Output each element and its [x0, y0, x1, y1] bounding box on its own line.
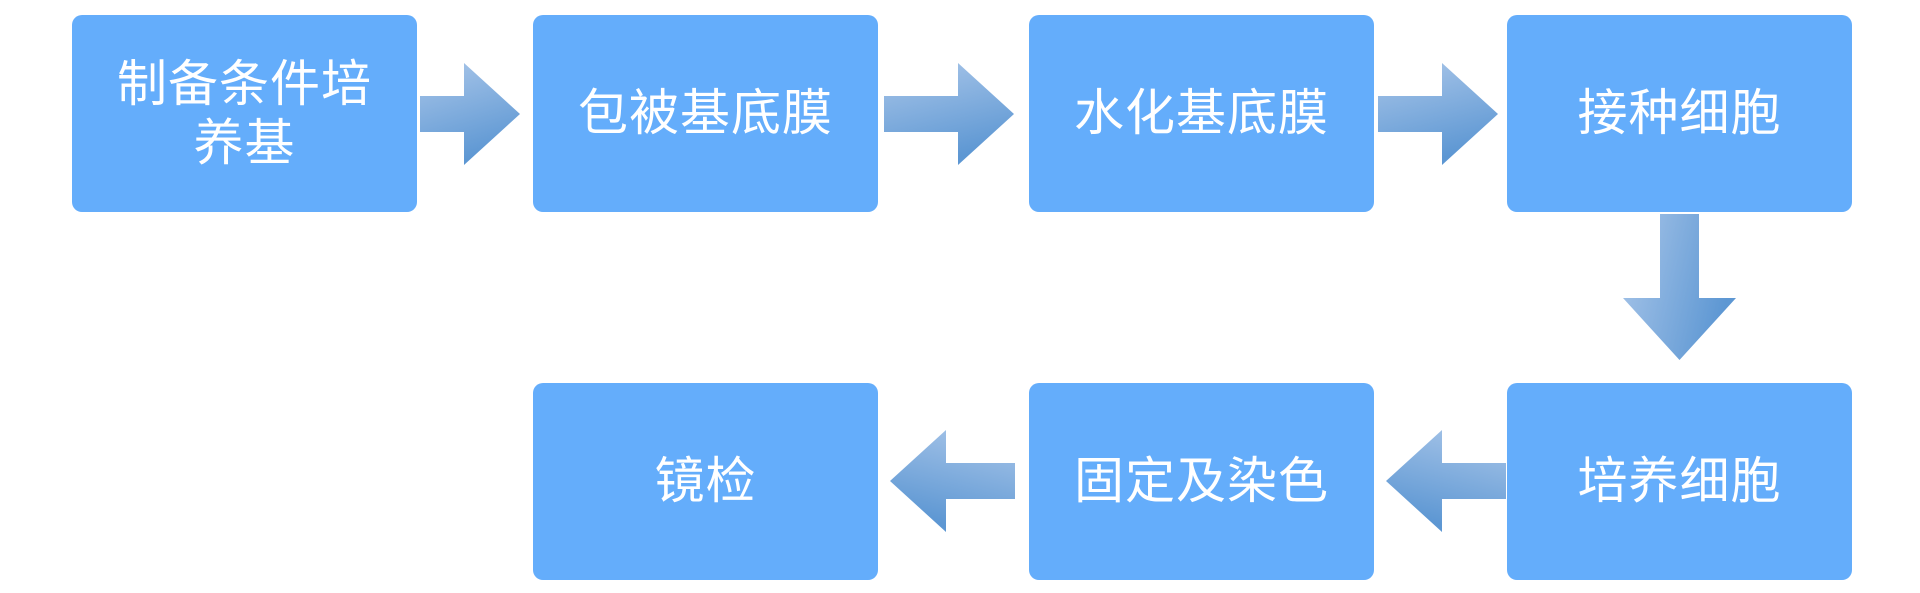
flow-node-microscopy: 镜检 — [533, 383, 878, 580]
down-arrow-icon — [1623, 214, 1736, 360]
right-arrow-icon — [884, 63, 1014, 165]
flow-node-prepare-conditioned-medium: 制备条件培 养基 — [72, 15, 417, 212]
flow-node-hydrate-basement-membrane: 水化基底膜 — [1029, 15, 1374, 212]
right-arrow-icon — [420, 63, 520, 165]
flow-node-culture-cells: 培养细胞 — [1507, 383, 1852, 580]
flow-node-seed-cells: 接种细胞 — [1507, 15, 1852, 212]
left-arrow-icon — [890, 430, 1015, 532]
left-arrow-icon — [1386, 430, 1506, 532]
right-arrow-icon — [1378, 63, 1498, 165]
flow-node-fix-and-stain: 固定及染色 — [1029, 383, 1374, 580]
flow-node-coat-basement-membrane: 包被基底膜 — [533, 15, 878, 212]
